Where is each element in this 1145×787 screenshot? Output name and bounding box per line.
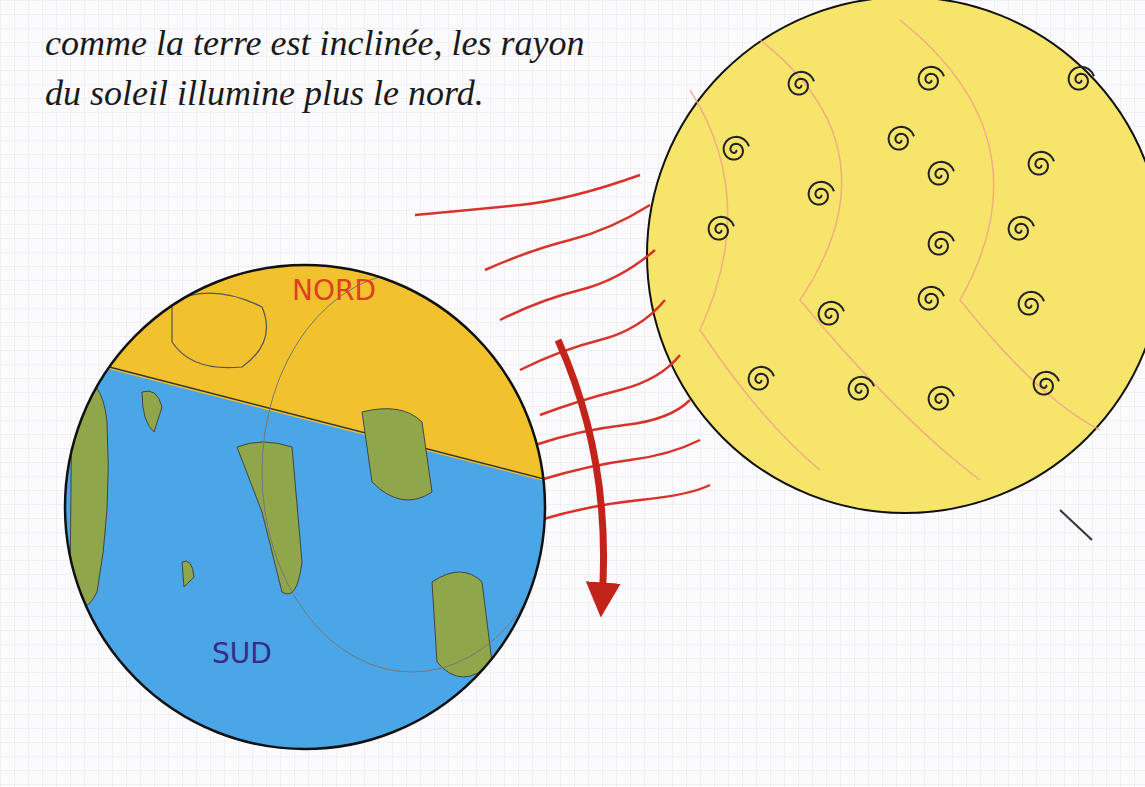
sun-spiral: [819, 302, 844, 325]
sun-spiral: [1009, 217, 1034, 240]
hemisphere-label: SUD: [212, 637, 272, 670]
hemisphere-label: NORD: [292, 274, 376, 307]
sun-spiral: [749, 367, 774, 390]
sun: [647, 0, 1145, 540]
sun-spiral: [929, 232, 954, 255]
sun-spiral: [1019, 292, 1044, 315]
sun-spiral: [929, 162, 954, 185]
rotation-arrow: [558, 340, 604, 600]
sun-spiral: [919, 287, 944, 310]
globe-outline: [62, 262, 548, 752]
sun-spiral: [1069, 67, 1094, 90]
sun-spiral: [789, 72, 814, 95]
sun-spiral: [929, 387, 954, 410]
sun-spiral: [1034, 372, 1059, 395]
sun-spiral: [919, 67, 944, 90]
sun-spiral: [809, 182, 834, 205]
sun-spiral: [1029, 152, 1054, 175]
handwritten-note: comme la terre est inclinée, les rayon d…: [45, 18, 585, 118]
sun-spiral: [849, 377, 874, 400]
sun-spiral: [724, 137, 749, 160]
sun-spiral: [709, 217, 734, 240]
sun-spiral: [889, 127, 914, 150]
earth-globe: NORD SUD: [62, 262, 548, 752]
